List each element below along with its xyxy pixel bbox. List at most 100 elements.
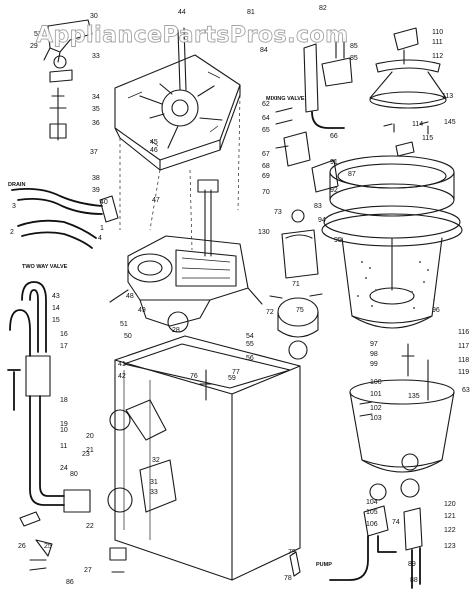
part-number-117: 117 xyxy=(458,343,469,350)
part-number-56: 56 xyxy=(246,355,254,362)
pump-label: PUMP xyxy=(316,562,332,568)
part-number-34: 34 xyxy=(92,94,100,101)
part-number-49: 49 xyxy=(138,307,146,314)
part-number-46: 46 xyxy=(150,147,158,154)
part-number-67: 67 xyxy=(262,151,270,158)
part-number-45: 45 xyxy=(150,139,158,146)
part-number-47: 47 xyxy=(152,197,160,204)
part-number-115: 115 xyxy=(422,135,433,142)
part-number-63: 63 xyxy=(462,387,470,394)
part-number-71: 71 xyxy=(292,281,300,288)
watermark-text: AppliancePartsPros.com xyxy=(36,23,349,48)
part-number-105: 105 xyxy=(366,509,378,516)
part-number-3: 3 xyxy=(12,203,16,210)
part-number-76: 76 xyxy=(190,373,198,380)
part-number-35: 35 xyxy=(92,106,100,113)
part-number-95: 95 xyxy=(334,237,342,244)
part-number-48: 48 xyxy=(126,293,134,300)
part-number-1: 1 xyxy=(100,225,104,232)
part-number-83: 83 xyxy=(314,203,322,210)
part-number-73: 73 xyxy=(274,209,282,216)
part-number-32: 32 xyxy=(152,457,160,464)
part-number-26: 26 xyxy=(18,543,26,550)
part-number-33: 33 xyxy=(150,489,158,496)
part-number-91: 91 xyxy=(330,159,338,166)
part-number-120: 120 xyxy=(444,501,456,508)
part-number-118: 118 xyxy=(458,357,469,364)
part-number-97: 97 xyxy=(370,341,378,348)
part-number-59: 59 xyxy=(228,375,236,382)
part-number-123: 123 xyxy=(444,543,456,550)
part-number-99: 99 xyxy=(370,361,378,368)
part-number-84: 84 xyxy=(260,47,268,54)
part-number-145: 145 xyxy=(444,119,456,126)
part-number-55: 55 xyxy=(246,341,254,348)
part-number-78: 78 xyxy=(284,575,292,582)
part-number-88: 88 xyxy=(410,577,418,584)
part-number-23: 23 xyxy=(82,451,90,458)
part-number-89: 89 xyxy=(408,561,416,568)
part-number-24: 24 xyxy=(60,465,68,472)
part-number-122: 122 xyxy=(444,527,456,534)
part-number-62: 62 xyxy=(262,101,270,108)
part-number-21: 21 xyxy=(86,447,94,454)
two-way-valve-label: TWO WAY VALVE xyxy=(22,264,68,270)
part-number-98: 98 xyxy=(370,351,378,358)
part-number-29: 29 xyxy=(30,43,38,50)
part-number-96: 96 xyxy=(432,307,440,314)
part-number-100: 100 xyxy=(370,379,382,386)
part-number-104: 104 xyxy=(366,499,378,506)
part-number-106: 106 xyxy=(366,521,378,528)
part-number-121: 121 xyxy=(444,513,456,520)
part-number-135: 135 xyxy=(408,393,420,400)
part-number-80: 80 xyxy=(70,471,78,478)
part-number-42: 42 xyxy=(118,373,126,380)
part-number-69: 69 xyxy=(262,173,270,180)
part-number-15: 15 xyxy=(52,317,60,324)
part-callout-labels: 1234101114151617181920212223242526272829… xyxy=(10,5,470,586)
part-number-20: 20 xyxy=(86,433,94,440)
part-number-75: 75 xyxy=(296,307,304,314)
part-number-82: 82 xyxy=(319,5,327,12)
part-number-113: 113 xyxy=(442,93,453,100)
part-number-41: 41 xyxy=(118,361,126,368)
part-number-31: 31 xyxy=(150,479,158,486)
part-number-94: 94 xyxy=(318,217,326,224)
callout-texts: DRAIN TWO WAY VALVE MIXING VALVE PUMP xyxy=(8,96,332,568)
part-number-103: 103 xyxy=(370,415,382,422)
part-number-130: 130 xyxy=(258,229,270,236)
part-number-11: 11 xyxy=(60,443,67,450)
part-number-19: 19 xyxy=(60,421,68,428)
part-number-114: 114 xyxy=(412,121,423,128)
part-number-74: 74 xyxy=(392,519,400,526)
part-number-72: 72 xyxy=(266,309,274,316)
part-number-85: 85 xyxy=(350,55,358,62)
part-number-44: 44 xyxy=(178,9,186,16)
part-number-68: 68 xyxy=(262,163,270,170)
part-number-50: 50 xyxy=(124,333,132,340)
part-number-54: 54 xyxy=(246,333,254,340)
part-number-110: 110 xyxy=(432,29,443,36)
part-number-116: 116 xyxy=(458,329,469,336)
part-number-119: 119 xyxy=(458,369,469,376)
part-number-87: 87 xyxy=(348,171,356,178)
part-number-111: 111 xyxy=(432,39,443,46)
part-number-65: 65 xyxy=(262,127,270,134)
part-number-2: 2 xyxy=(10,229,14,236)
drain-label: DRAIN xyxy=(8,182,25,188)
part-number-64: 64 xyxy=(262,115,270,122)
part-number-66: 66 xyxy=(330,133,338,140)
part-number-38: 38 xyxy=(92,175,100,182)
part-number-43: 43 xyxy=(52,293,60,300)
part-number-36: 36 xyxy=(92,120,100,127)
part-number-102: 102 xyxy=(370,405,382,412)
part-number-16: 16 xyxy=(60,331,68,338)
part-number-86: 86 xyxy=(66,579,74,586)
part-number-33: 33 xyxy=(92,53,100,60)
part-number-18: 18 xyxy=(60,397,68,404)
part-number-85: 85 xyxy=(350,43,358,50)
part-number-70: 70 xyxy=(262,189,270,196)
part-number-37: 37 xyxy=(90,149,98,156)
